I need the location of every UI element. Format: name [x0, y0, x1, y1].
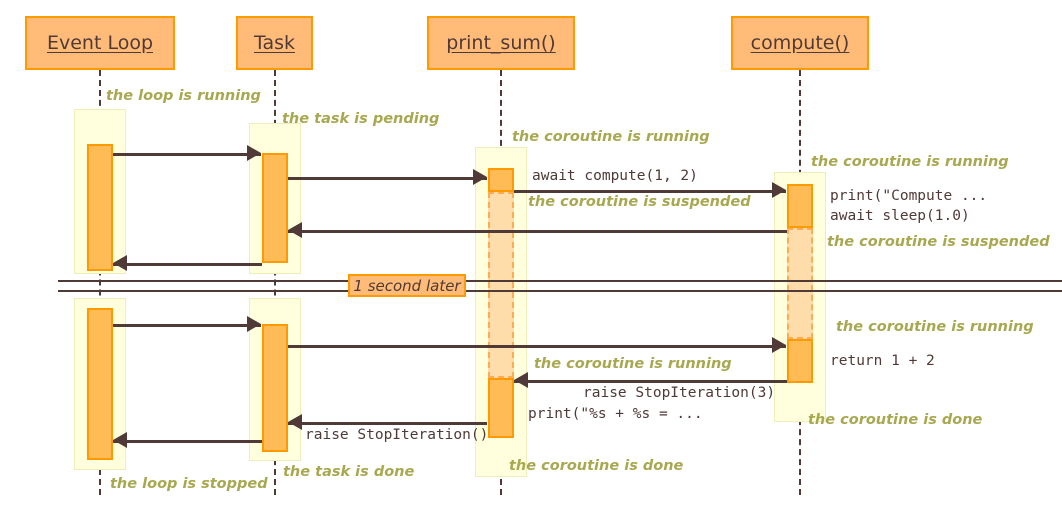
- message-compute-to-task-1: [288, 230, 787, 233]
- activation-compute-running-2: [787, 339, 813, 383]
- arrowhead-left: [113, 255, 127, 271]
- activation-print-sum-running-1: [488, 168, 514, 192]
- arrowhead-left: [288, 222, 302, 238]
- label-await-compute: await compute(1, 2): [532, 168, 698, 184]
- note-compute-running-2: the coroutine is running: [836, 319, 1034, 335]
- note-print-sum-running-1: the coroutine is running: [512, 129, 710, 145]
- label-return-sum: return 1 + 2: [830, 353, 935, 369]
- message-printsum-to-compute-1: [514, 190, 786, 193]
- note-print-sum-done: the coroutine is done: [509, 458, 684, 474]
- lifeline-event-loop: [99, 70, 101, 495]
- message-task-to-loop-2: [113, 440, 262, 443]
- message-loop-to-task-2: [113, 324, 261, 327]
- note-compute-done: the coroutine is done: [808, 412, 983, 428]
- arrowhead-left: [113, 432, 127, 448]
- activation-print-sum-running-2: [488, 378, 514, 438]
- note-compute-running-1: the coroutine is running: [811, 154, 1009, 170]
- activation-task-2: [262, 324, 288, 452]
- lifeline-task: [274, 70, 276, 495]
- arrowhead-right: [247, 316, 261, 332]
- arrowhead-left: [514, 372, 528, 388]
- participant-compute[interactable]: compute(): [731, 16, 869, 70]
- divider-line-bottom: [58, 290, 1062, 292]
- arrowhead-right: [772, 182, 786, 198]
- activation-event-loop-1: [87, 144, 113, 271]
- arrowhead-left: [288, 414, 302, 430]
- label-await-sleep: await sleep(1.0): [830, 208, 970, 224]
- message-compute-to-printsum: [514, 380, 787, 383]
- note-print-sum-suspended: the coroutine is suspended: [528, 194, 751, 210]
- note-loop-stopped: the loop is stopped: [110, 476, 268, 492]
- arrowhead-right: [247, 145, 261, 161]
- message-task-to-loop-1: [113, 263, 262, 266]
- participant-label: print_sum(): [446, 32, 556, 54]
- activation-event-loop-2: [87, 308, 113, 460]
- activation-task-1: [262, 153, 288, 263]
- arrowhead-right: [772, 337, 786, 353]
- delay-label: 1 second later: [353, 276, 461, 295]
- note-task-pending: the task is pending: [282, 111, 440, 127]
- arrowhead-right: [473, 169, 487, 185]
- message-task-to-printsum-1: [288, 177, 487, 180]
- label-raise-stopiteration: raise StopIteration(): [305, 427, 489, 443]
- participant-label: compute(): [750, 32, 850, 54]
- activation-compute-suspended: [787, 228, 813, 339]
- activation-print-sum-suspended: [488, 192, 514, 378]
- participant-label: Task: [253, 32, 295, 54]
- note-print-sum-running-2: the coroutine is running: [534, 356, 732, 372]
- message-task-to-compute: [288, 345, 786, 348]
- activation-compute-running-1: [787, 184, 813, 228]
- message-loop-to-task-1: [113, 153, 261, 156]
- note-loop-running: the loop is running: [106, 88, 261, 104]
- participant-task[interactable]: Task: [236, 16, 313, 70]
- label-print-compute: print("Compute ...: [830, 188, 988, 204]
- participant-print-sum[interactable]: print_sum(): [427, 16, 575, 70]
- message-printsum-to-task: [288, 422, 487, 425]
- participant-label: Event Loop: [46, 32, 154, 54]
- label-raise-stopiteration-3: raise StopIteration(3): [583, 385, 776, 401]
- participant-event-loop[interactable]: Event Loop: [25, 16, 175, 70]
- label-print-result: print("%s + %s = ...: [528, 406, 703, 422]
- note-task-done: the task is done: [283, 464, 415, 480]
- delay-badge: 1 second later: [348, 274, 466, 297]
- note-compute-suspended: the coroutine is suspended: [827, 234, 1050, 250]
- divider-line-top: [58, 280, 1062, 282]
